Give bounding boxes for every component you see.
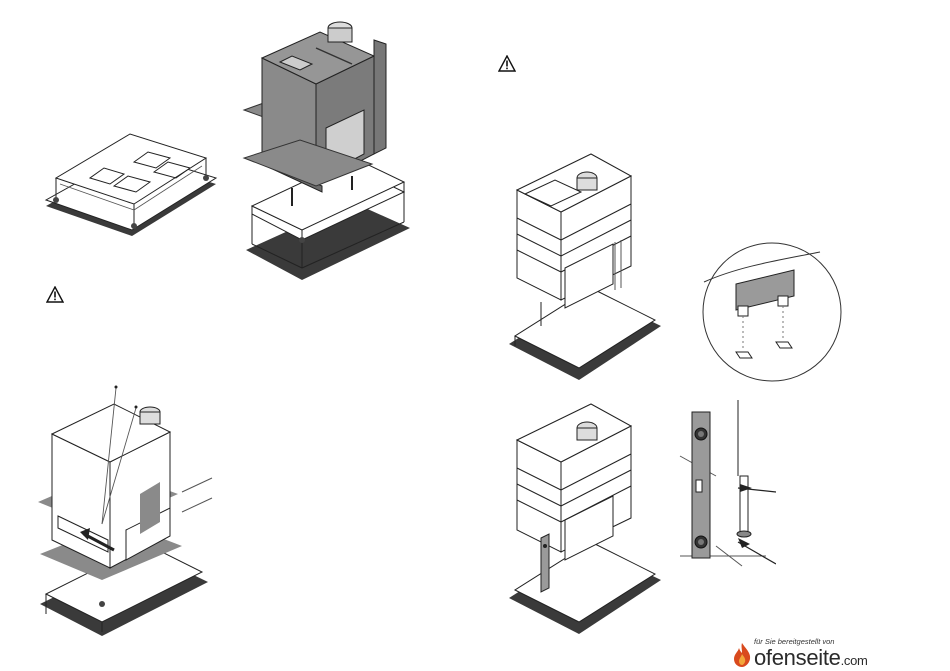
warning-icon — [498, 55, 516, 72]
ofenseite-logo: für Sie bereitgestellt von ofenseite.com — [732, 636, 942, 670]
base-frame-figure — [40, 120, 220, 240]
logo-domain: .com — [841, 653, 868, 668]
insert-installed-figure — [505, 150, 665, 382]
insert-lift-straps-figure — [32, 382, 222, 638]
logo-brand: ofenseite — [754, 645, 841, 670]
warning-icon — [46, 286, 64, 303]
insert-level-check-figure — [505, 400, 665, 636]
bracket-detail-figure — [700, 240, 845, 385]
insert-lowered-figure — [240, 18, 420, 280]
flame-icon — [732, 642, 752, 668]
logo-wordmark: ofenseite.com — [754, 645, 868, 671]
spirit-level-detail-figure — [676, 396, 776, 576]
